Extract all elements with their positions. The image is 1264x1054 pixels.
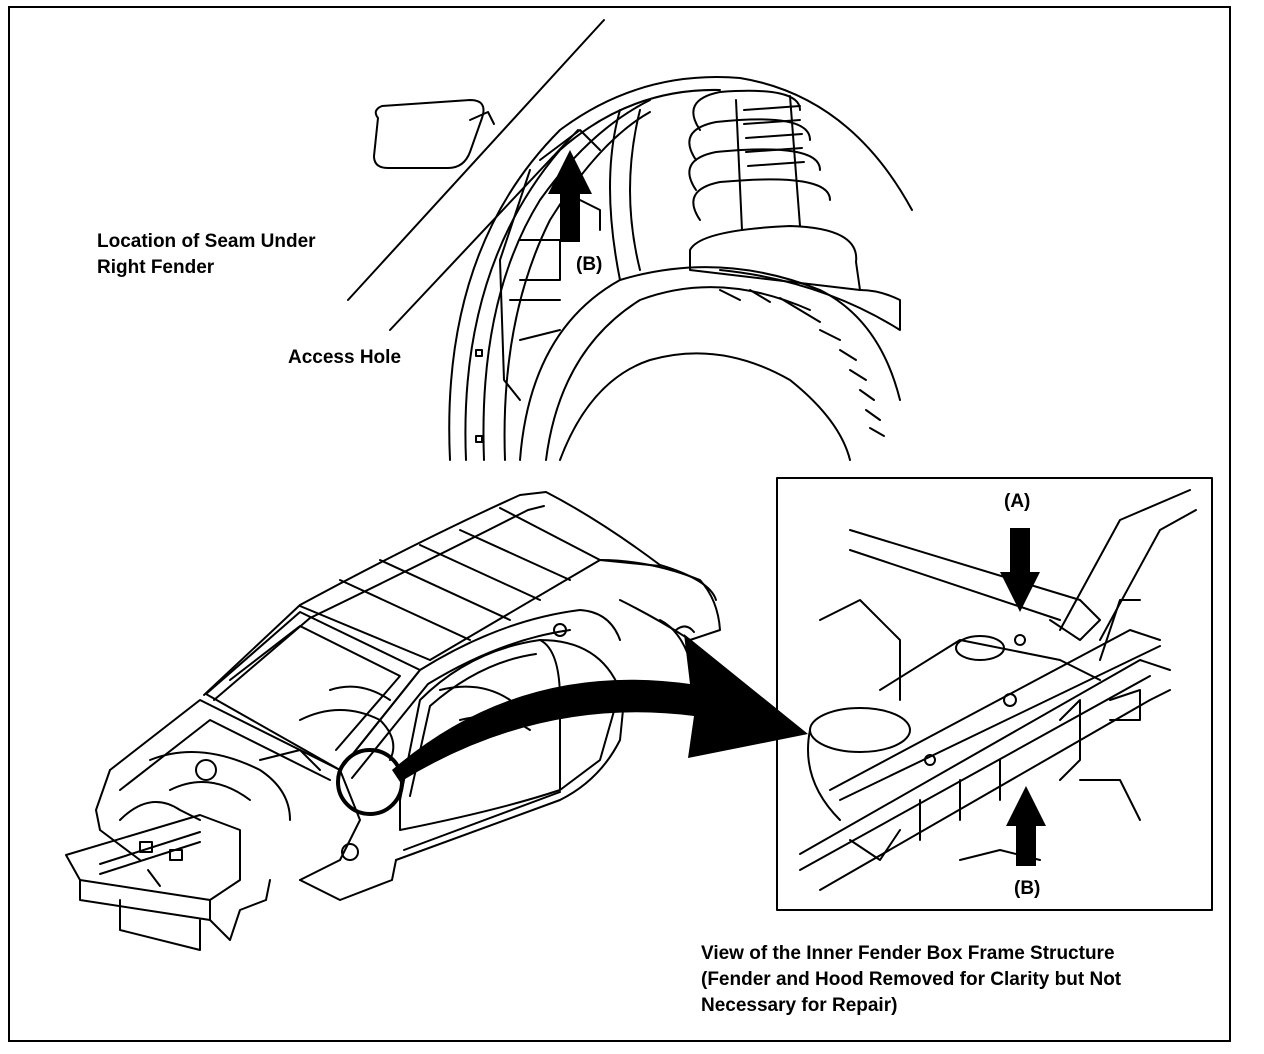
fender-outer-arch bbox=[448, 76, 913, 461]
seam-leader-line bbox=[347, 19, 605, 301]
arrow-a-inset bbox=[1000, 528, 1040, 612]
side-mirror bbox=[373, 99, 485, 169]
arrow-b-inset bbox=[1006, 786, 1046, 866]
caption-line2: (Fender and Hood Removed for Clarity but… bbox=[701, 969, 1122, 990]
figure-border bbox=[8, 6, 1231, 1042]
rocker-panel bbox=[395, 699, 625, 861]
front-fender-apron bbox=[109, 699, 361, 881]
door-opening bbox=[399, 639, 561, 831]
seam-location-label-line2: Right Fender bbox=[97, 257, 215, 278]
access-hole-leader-line bbox=[389, 129, 579, 331]
seam-location-label-line1: Location of Seam Under bbox=[97, 231, 316, 252]
pointer-arrow bbox=[392, 634, 808, 782]
highlight-circle bbox=[336, 748, 404, 816]
inset-frame-structure bbox=[799, 489, 1197, 891]
caption-line3: Necessary for Repair) bbox=[701, 995, 898, 1016]
access-hole-label: Access Hole bbox=[288, 347, 402, 368]
tire-outer bbox=[519, 266, 901, 461]
car-body-illustration bbox=[65, 491, 721, 951]
callout-b-inset: (B) bbox=[1014, 878, 1041, 899]
wheel-well-illustration bbox=[347, 19, 913, 461]
callout-b-top: (B) bbox=[576, 254, 603, 275]
coil-spring bbox=[688, 89, 831, 221]
inset-frame bbox=[776, 477, 1213, 911]
arrow-b-top bbox=[548, 150, 592, 242]
callout-a-inset: (A) bbox=[1004, 491, 1031, 512]
roof-outline bbox=[203, 491, 717, 696]
caption-line1: View of the Inner Fender Box Frame Struc… bbox=[701, 943, 1115, 964]
